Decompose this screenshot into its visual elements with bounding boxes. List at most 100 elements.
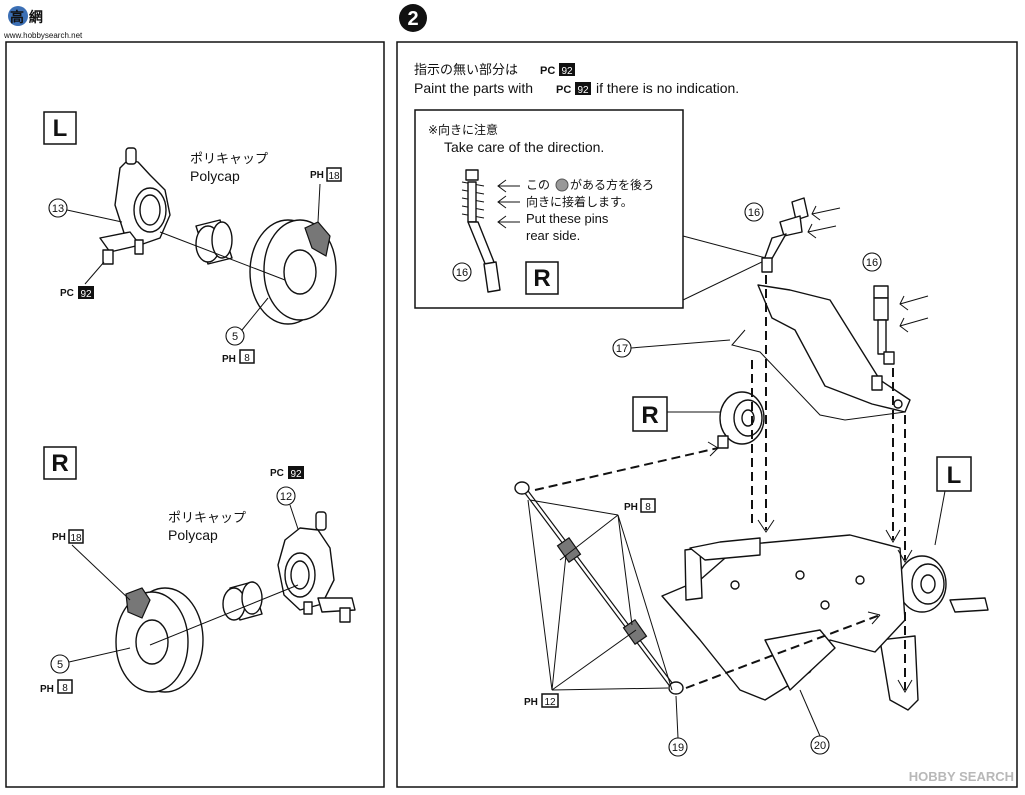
shock-16-upper: 16: [744, 197, 841, 273]
paint-code-box: [541, 693, 559, 708]
paint-callout-ph8: PH 8: [529, 498, 673, 691]
paint-code: 92: [577, 85, 589, 96]
leader-19: [675, 695, 679, 739]
paint-code-box: [57, 679, 73, 694]
inset-note-jp: ※向きに注意: [428, 122, 498, 137]
badge-r: [525, 261, 559, 295]
badge-l-text: L: [53, 115, 68, 142]
part-16-label: 16: [866, 257, 878, 269]
part-5-circle: [50, 654, 70, 674]
pin-note-en-2: rear side.: [526, 228, 580, 243]
badge-l: [936, 456, 972, 492]
corner-logo: 高 網 www.hobbysearch.net: [3, 6, 83, 40]
direction-inset: ※向きに注意 Take care of the direction. この があ…: [414, 109, 684, 309]
leader-5: [68, 647, 131, 663]
pin-note-en-1: Put these pins: [526, 211, 609, 226]
watermark-text: HOBBY SEARCH: [909, 769, 1014, 784]
paint-ph-label: PH: [40, 684, 54, 695]
part-13-circle: [48, 198, 68, 218]
direction-arrows: [497, 179, 520, 229]
paint-code-box-dark: [78, 286, 94, 299]
chassis-20: 20: [661, 534, 906, 755]
paint-code: 92: [290, 469, 302, 480]
badge-r-text: R: [533, 265, 550, 292]
section-r: R ポリキャップ Polycap PC 92 12: [40, 446, 356, 695]
part-19-label: 19: [672, 742, 684, 754]
inset-note-en: Take care of the direction.: [444, 139, 604, 155]
part-17-label: 17: [616, 343, 628, 355]
badge-r: [632, 396, 668, 432]
paint-code: 8: [244, 353, 250, 364]
paint-code: 18: [328, 171, 340, 182]
paint-callout-ph12: PH 12: [524, 499, 669, 708]
badge-l: [43, 111, 77, 145]
paint-code: 18: [70, 533, 82, 544]
polycap-jp-label: ポリキャップ: [168, 511, 246, 526]
badge-r-text: R: [51, 450, 68, 477]
corner-logo-subtext: www.hobbysearch.net: [3, 31, 83, 40]
part-16-circle: [862, 252, 882, 272]
paint-code-box: [68, 529, 84, 544]
instruction-en: Paint the parts with: [414, 80, 533, 96]
badge-l-text: L: [947, 462, 962, 489]
paint-code-box-dark: [288, 466, 304, 479]
polycap-en-label: Polycap: [190, 168, 240, 184]
watermark: HOBBY SEARCH: [909, 769, 1014, 784]
paint-instruction: 指示の無い部分は PC 92 Paint the parts with PC 9…: [414, 63, 739, 96]
paint-pc-label: PC: [60, 288, 74, 299]
paint-code: 8: [62, 683, 68, 694]
instruction-jp: 指示の無い部分は: [414, 63, 518, 78]
step-number: 2: [399, 4, 427, 32]
upper-chassis-17: 17: [612, 284, 911, 421]
knuckle-r-assembly: [717, 391, 765, 449]
leader-20: [799, 689, 821, 737]
polycap-en-label: Polycap: [168, 527, 218, 543]
pin-note-jp-1: この: [526, 178, 550, 192]
part-16-label: 16: [456, 267, 468, 279]
assembly-line: [159, 231, 286, 281]
instruction-en-suffix: if there is no indication.: [596, 80, 739, 96]
paint-code-box: [640, 498, 656, 513]
paint-code-box: [239, 349, 255, 364]
leader-l: [934, 490, 946, 546]
knuckle-part: [99, 147, 171, 265]
pin-mark-icon: [555, 178, 569, 192]
polycap-jp-label: ポリキャップ: [190, 152, 268, 167]
paint-code: 8: [645, 502, 651, 513]
stabilizer-19: 19: [514, 481, 688, 757]
shock-16-right: 16: [862, 252, 929, 365]
paint-pc-label: PC: [556, 84, 571, 96]
part-5-label: 5: [232, 331, 238, 343]
leader-ph18: [71, 544, 131, 601]
shock-absorber-icon: [461, 169, 501, 293]
leader-17: [630, 339, 731, 349]
pin-note-jp-1b: がある方を後ろ: [570, 177, 654, 192]
part-16-circle: [744, 202, 764, 222]
paint-code-box-dark: [575, 82, 591, 95]
corner-logo-text: 高 網: [10, 9, 43, 26]
part-16-circle: [452, 262, 472, 282]
part-16-label: 16: [748, 207, 760, 219]
badge-r-text: R: [641, 402, 658, 429]
brake-disc-part: [115, 587, 204, 693]
leader-5: [241, 297, 269, 331]
part-12-circle: [276, 486, 296, 506]
knuckle-part: [277, 511, 356, 623]
paint-ph-label: PH: [624, 502, 638, 513]
paint-pc-label: PC: [270, 468, 284, 479]
paint-pc-label: PC: [540, 65, 555, 77]
section-l: L ポリキャップ Polycap 13: [43, 111, 342, 365]
part-5-label: 5: [57, 659, 63, 671]
paint-code: 12: [544, 697, 556, 708]
assembly-line: [149, 584, 299, 646]
inset-callout-lines: [682, 235, 767, 301]
step-number-text: 2: [407, 8, 418, 30]
part-20-label: 20: [814, 740, 826, 752]
assembly-arrows: [534, 275, 913, 693]
paint-code: 92: [561, 66, 573, 77]
part-5-circle: [225, 326, 245, 346]
paint-ph-label: PH: [52, 532, 66, 543]
paint-code-box: [326, 167, 342, 182]
paint-ph-label: PH: [310, 170, 324, 181]
